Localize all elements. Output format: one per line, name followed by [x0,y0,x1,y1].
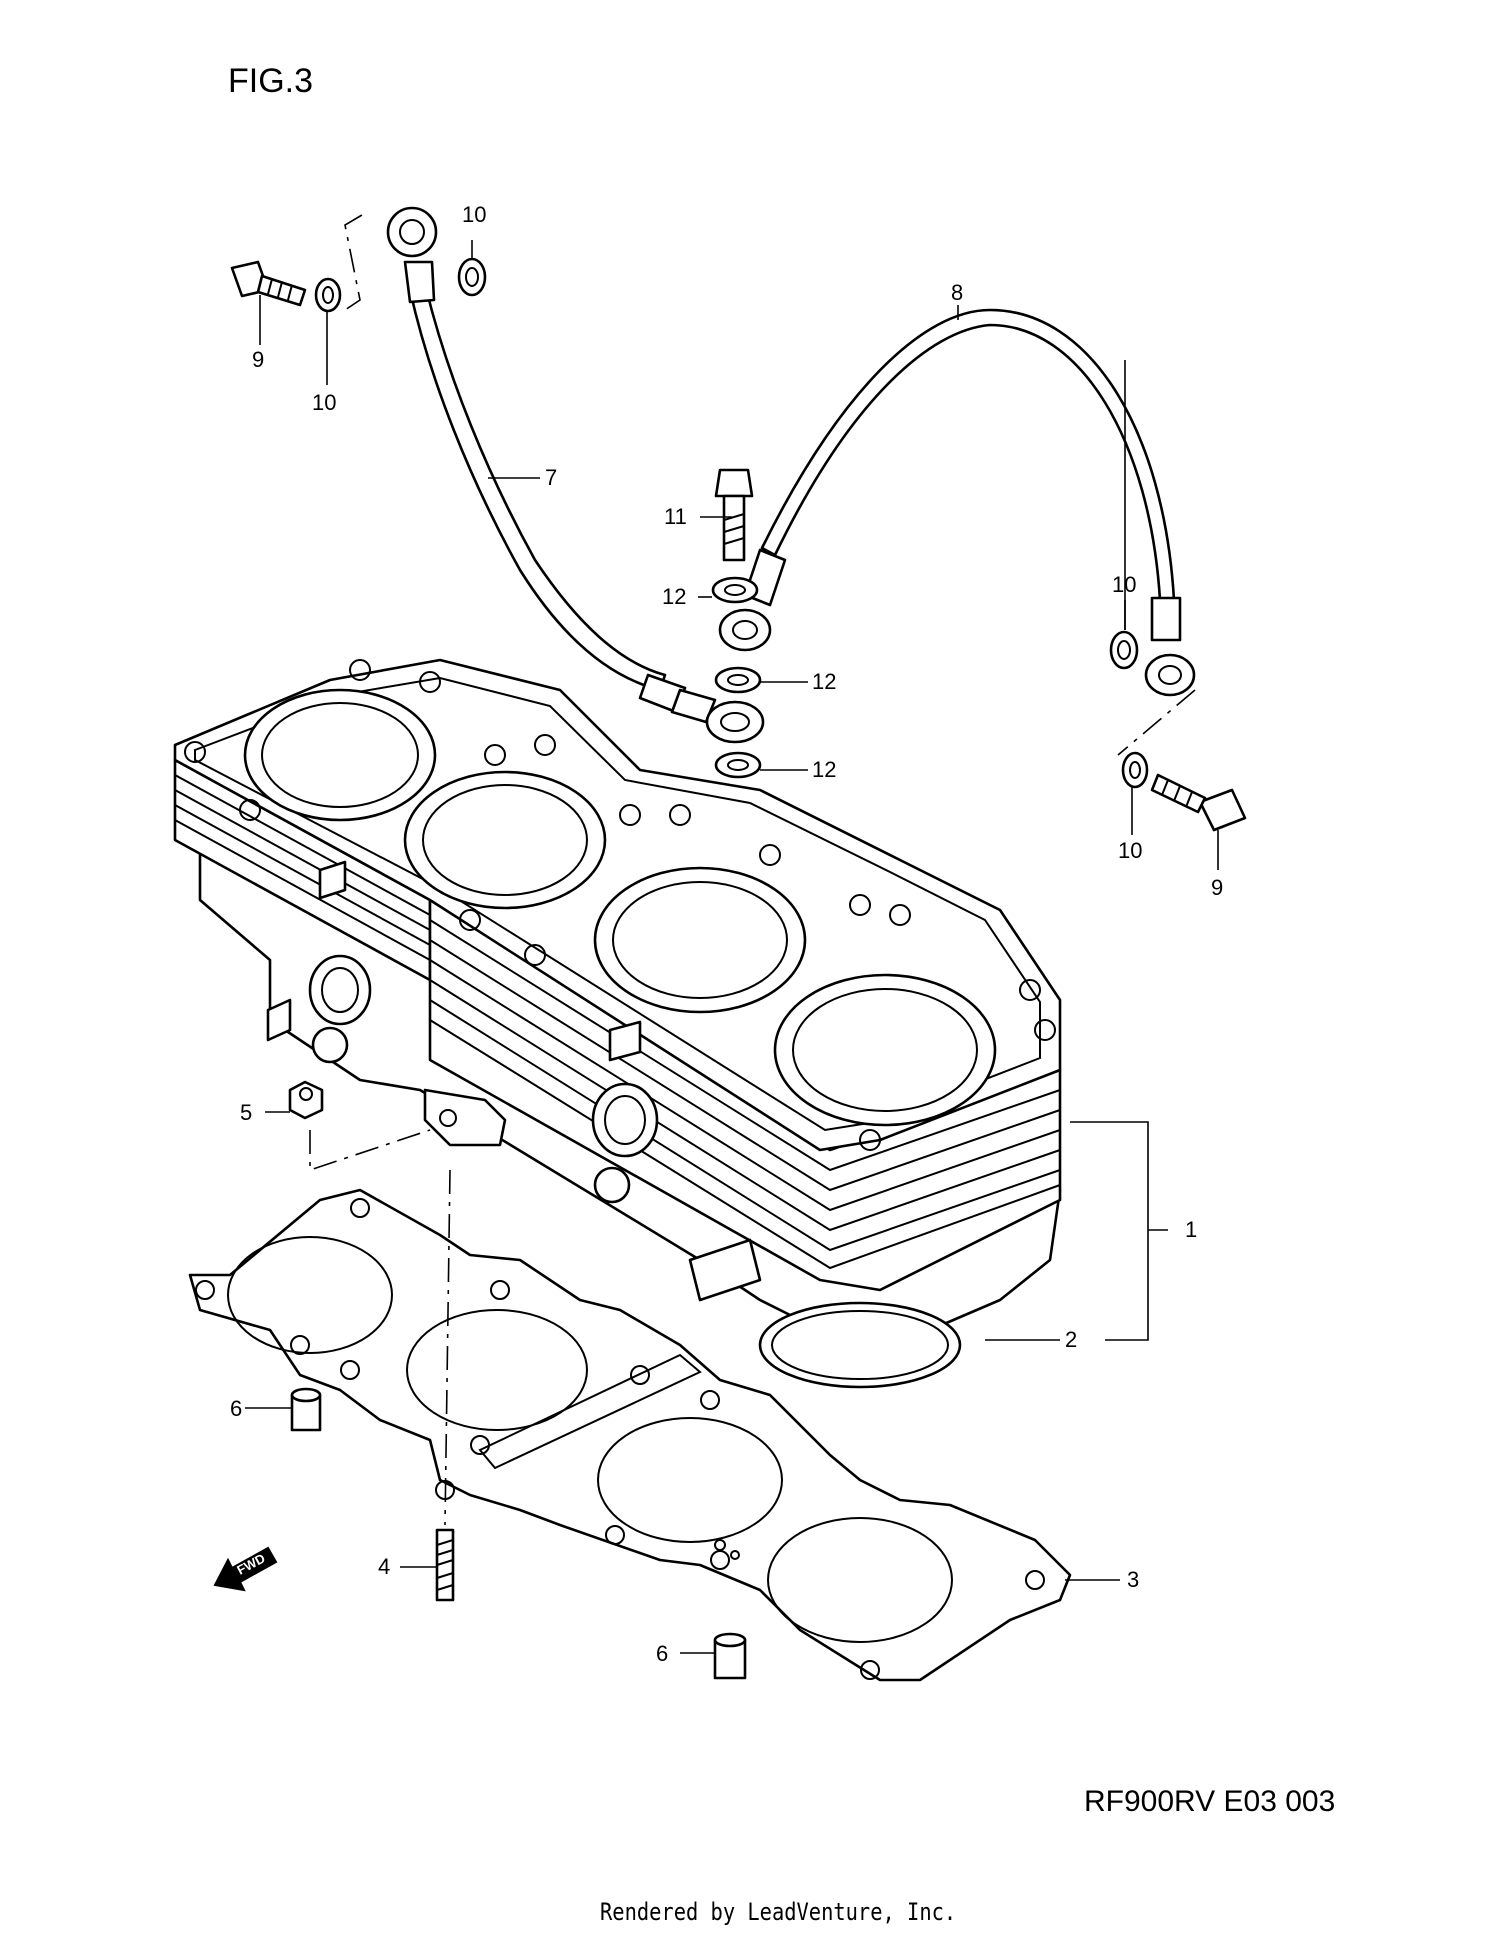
oil-hose-7[interactable] [386,206,765,744]
gasket-12-middle[interactable] [714,666,762,694]
callout-8: 8 [951,280,963,305]
callout-9-right: 9 [1211,875,1223,900]
union-bolt-9-right[interactable] [1150,773,1247,832]
callout-labels: 1 2 3 4 5 6 6 7 8 9 9 10 10 10 10 11 12 … [230,202,1223,1666]
callout-2: 2 [1065,1327,1077,1352]
cylinder-o-ring[interactable] [758,1301,962,1389]
washer-10-right-upper[interactable] [1109,630,1139,670]
washer-10-upper-left[interactable] [314,277,342,313]
fwd-arrow-icon: FWD [213,1546,278,1592]
callout-1: 1 [1185,1217,1197,1242]
callout-12-top: 12 [662,584,686,609]
dowel-pin-6-bottom[interactable] [713,1632,747,1680]
callout-10-upper-right: 10 [462,202,486,227]
oil-hose-8[interactable] [718,308,1196,697]
callout-6-left: 6 [230,1396,242,1421]
callout-5: 5 [240,1100,252,1125]
callout-10-right-upper: 10 [1112,572,1136,597]
union-bolt-11[interactable] [714,468,754,562]
gasket-12-bottom[interactable] [714,751,762,779]
dowel-pin-6-left[interactable] [290,1387,322,1432]
diagram-code: RF900RV E03 003 [1084,1785,1336,1818]
gasket-12-top[interactable] [711,576,759,604]
cylinder-block[interactable] [173,658,1062,1342]
callout-11: 11 [664,504,687,529]
nut-5[interactable] [288,1080,324,1120]
stud-bolt-4[interactable] [435,1528,455,1602]
callout-12-bottom: 12 [812,757,836,782]
washer-10-right-lower[interactable] [1121,751,1149,789]
washer-10-upper-right[interactable] [457,257,487,297]
callout-7: 7 [545,465,557,490]
callout-12-middle: 12 [812,669,836,694]
callout-6-bottom: 6 [656,1641,668,1666]
figure-title: FIG.3 [228,62,314,100]
callout-10-upper-left: 10 [312,390,336,415]
callout-10-right-lower: 10 [1118,838,1142,863]
callout-leaders [245,240,1219,1654]
cylinder-base-gasket[interactable] [188,1188,1072,1682]
callout-4: 4 [378,1554,390,1579]
assembly-guide-lines [309,214,1196,1526]
render-credit: Rendered by LeadVenture, Inc. [600,1898,957,1926]
callout-9-left: 9 [252,347,264,372]
union-bolt-9-left[interactable] [230,260,307,307]
callout-3: 3 [1127,1567,1139,1592]
